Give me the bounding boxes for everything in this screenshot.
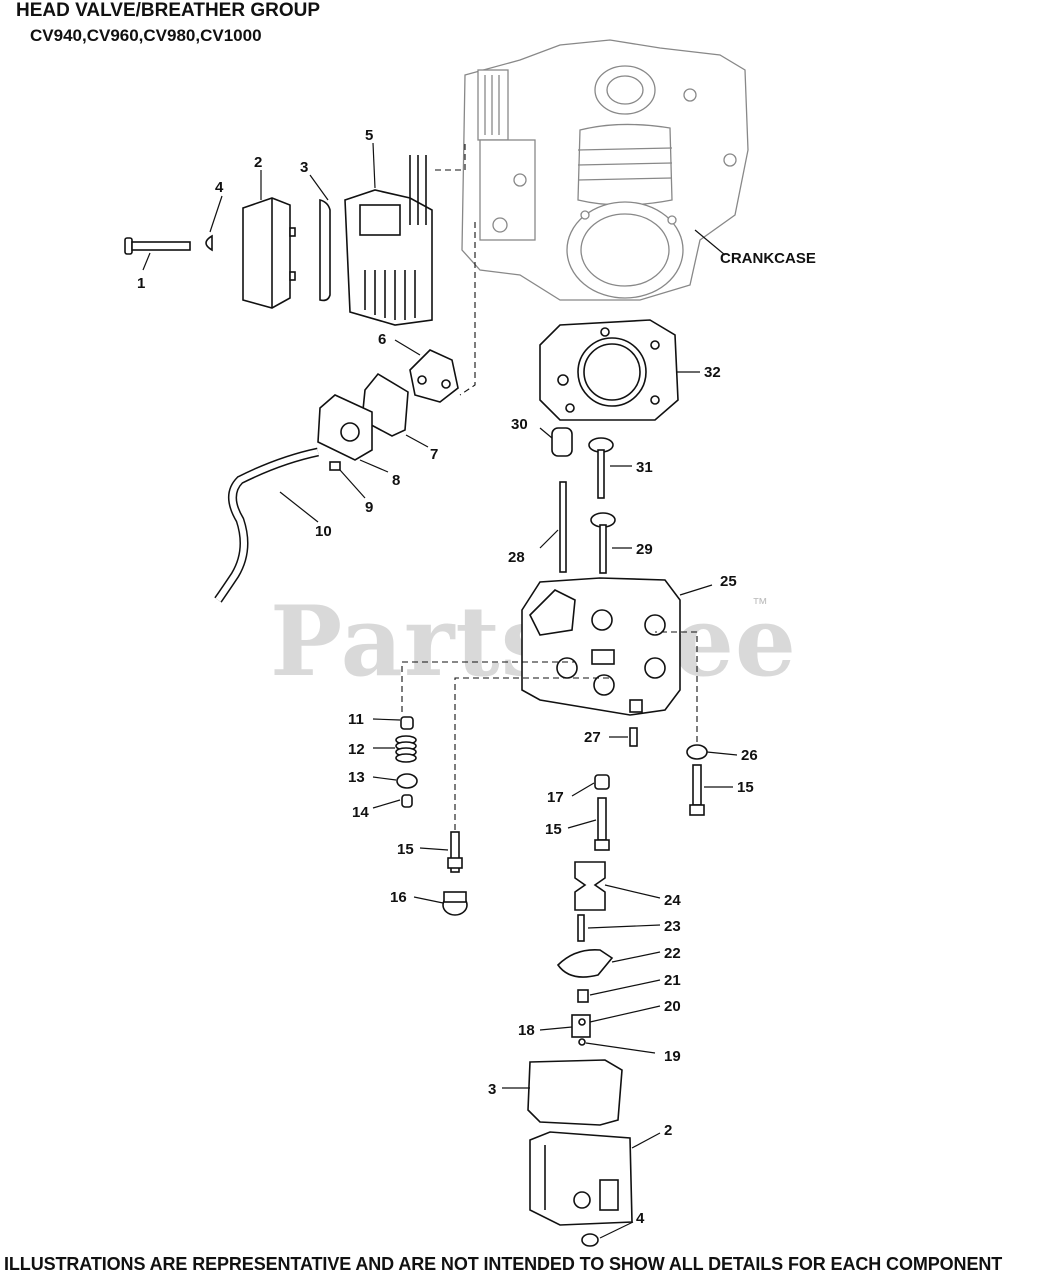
callout-26: 26 — [741, 747, 758, 764]
part-23-stud — [577, 914, 585, 942]
callout-6: 6 — [378, 331, 386, 348]
callout-11: 11 — [348, 711, 364, 728]
callout-22: 22 — [664, 945, 681, 962]
callout-1: 1 — [137, 275, 145, 292]
part-24-guide-plate — [574, 861, 606, 911]
callout-16: 16 — [390, 889, 407, 906]
callout-8: 8 — [392, 472, 400, 489]
callout-29: 29 — [636, 541, 653, 558]
callout-18: 18 — [518, 1022, 535, 1039]
part-32-head-gasket — [539, 319, 679, 421]
part-30-tappet — [551, 427, 573, 457]
part-26-washer — [686, 744, 708, 760]
part-17-dowel — [594, 774, 610, 790]
callout-3-bottom: 3 — [488, 1081, 496, 1098]
callout-15-left: 15 — [397, 841, 414, 858]
callout-24: 24 — [664, 892, 681, 909]
part-14-retainer — [401, 794, 413, 808]
alignment-line — [459, 222, 476, 396]
callout-14: 14 — [352, 804, 369, 821]
part-27-stud — [629, 727, 638, 747]
alignment-line — [401, 661, 575, 712]
callout-4-bottom: 4 — [636, 1210, 645, 1227]
callout-12: 12 — [348, 741, 365, 758]
part-12-valve-spring — [395, 735, 417, 763]
disclaimer-footer: ILLUSTRATIONS ARE REPRESENTATIVE AND ARE… — [4, 1254, 1003, 1274]
alignment-line — [435, 140, 466, 171]
diagram-title: HEAD VALVE/BREATHER GROUP — [16, 0, 321, 21]
part-15-bolt-middle — [594, 797, 610, 851]
callout-20: 20 — [664, 998, 681, 1015]
callout-9: 9 — [365, 499, 373, 516]
part-1-bolt — [124, 237, 191, 255]
callout-3: 3 — [300, 159, 308, 176]
part-8-breather-plate — [317, 394, 373, 461]
callout-2-bottom: 2 — [664, 1122, 672, 1139]
part-18-pivot — [571, 1014, 591, 1038]
callout-15-middle: 15 — [545, 821, 562, 838]
part-5-cylinder-head — [344, 155, 433, 326]
callout-31: 31 — [636, 459, 653, 476]
part-3-gasket — [319, 198, 331, 302]
part-9-screw — [329, 461, 341, 471]
callout-25: 25 — [720, 573, 737, 590]
part-31-valve — [588, 437, 614, 499]
part-11-keeper — [400, 716, 414, 730]
callout-4: 4 — [215, 179, 224, 196]
part-2-valve-cover-bottom — [529, 1131, 633, 1226]
callout-7: 7 — [430, 446, 438, 463]
callout-17: 17 — [547, 789, 564, 806]
callout-23: 23 — [664, 918, 681, 935]
callout-28: 28 — [508, 549, 525, 566]
model-list: CV940,CV960,CV980,CV1000 — [30, 26, 262, 45]
callout-27: 27 — [584, 729, 601, 746]
part-29-valve — [590, 512, 616, 574]
callout-15-right: 15 — [737, 779, 754, 796]
callout-32: 32 — [704, 364, 721, 381]
watermark-trademark: ™ — [752, 596, 768, 613]
part-28-push-rod — [559, 481, 567, 573]
part-4-cap — [205, 234, 213, 252]
crankcase-illustration — [461, 39, 749, 301]
callout-30: 30 — [511, 416, 528, 433]
part-21-nut — [577, 989, 589, 1003]
alignment-line — [454, 677, 610, 830]
callout-10: 10 — [315, 523, 332, 540]
callout-2: 2 — [254, 154, 262, 171]
part-19-washer — [578, 1038, 586, 1046]
alignment-line — [655, 631, 698, 742]
part-3-gasket-bottom — [527, 1059, 623, 1126]
part-20-screw — [578, 1018, 586, 1026]
part-13-washer — [396, 773, 418, 789]
part-4-cap-bottom — [581, 1233, 599, 1247]
part-6-breather-cover — [409, 349, 459, 403]
callout-21: 21 — [664, 972, 681, 989]
part-2-valve-cover — [242, 197, 296, 309]
callout-19: 19 — [664, 1048, 681, 1065]
callout-5: 5 — [365, 127, 373, 144]
part-22-rocker-arm — [556, 948, 614, 978]
part-15-bolt-right — [689, 764, 705, 816]
part-16-plug — [442, 891, 468, 916]
crankcase-label: CRANKCASE — [720, 250, 816, 267]
callout-13: 13 — [348, 769, 365, 786]
part-15-bolt-left — [447, 831, 463, 873]
part-25-cylinder-head — [521, 577, 681, 716]
